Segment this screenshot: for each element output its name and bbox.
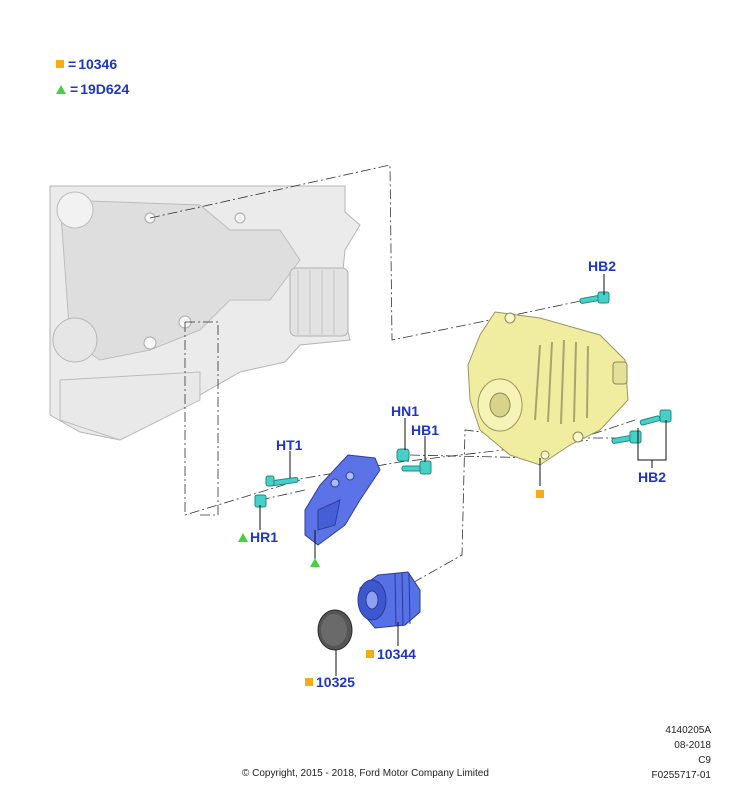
bolt-hb1 — [401, 460, 432, 475]
legend-code-triangle: 19D624 — [80, 81, 130, 97]
bolts — [254, 291, 672, 508]
callout-10325-group: 10325 — [305, 674, 355, 690]
alternator — [467, 311, 629, 466]
callout-hn1: HN1 — [391, 403, 420, 419]
callout-hr1-group: HR1 — [238, 529, 278, 545]
square-marker-icon — [366, 650, 374, 658]
engine-block — [49, 185, 361, 441]
callout-10325: 10325 — [316, 674, 355, 690]
footer-drawing-info: 4140205A 08-2018 C9 F0255717-01 — [652, 724, 712, 782]
legend-code-square: 10346 — [78, 56, 118, 72]
square-marker-icon — [536, 490, 544, 498]
figure-id: F0255717-01 — [651, 770, 712, 781]
callout-leaders — [259, 274, 667, 676]
triangle-marker-icon — [238, 532, 248, 542]
drawing-variant: C9 — [698, 755, 711, 766]
bolt-hb2-right-2 — [611, 430, 642, 444]
bolt-hb2-top — [579, 291, 610, 304]
callout-10344-group: 10344 — [366, 646, 416, 662]
bolt-ht1 — [265, 475, 299, 487]
legend-equals: = — [70, 81, 79, 97]
bolt-hn1 — [396, 448, 410, 462]
callout-hb2-right: HB2 — [638, 469, 667, 485]
callout-ht1: HT1 — [276, 437, 303, 453]
callout-hb2-top: HB2 — [588, 258, 617, 274]
callout-hb1: HB1 — [411, 422, 440, 438]
triangle-marker-icon — [310, 558, 320, 567]
callout-hr1: HR1 — [250, 529, 279, 545]
pulley-cap — [317, 609, 353, 651]
drawing-date: 08-2018 — [674, 740, 711, 751]
legend-row-square: = 10346 — [56, 56, 117, 72]
triangle-marker-icon — [56, 84, 66, 94]
pulley — [357, 571, 421, 629]
copyright-notice: © Copyright, 2015 - 2018, Ford Motor Com… — [242, 768, 489, 779]
bolt-hb2-right-1 — [639, 409, 672, 426]
legend-equals: = — [68, 56, 77, 72]
drawing-id: 4140205A — [665, 725, 711, 736]
square-marker-icon — [305, 678, 313, 686]
alternator-bracket — [304, 454, 381, 546]
legend-row-triangle: = 19D624 — [56, 81, 129, 97]
square-marker-icon — [56, 60, 64, 68]
callout-10344: 10344 — [377, 646, 416, 662]
